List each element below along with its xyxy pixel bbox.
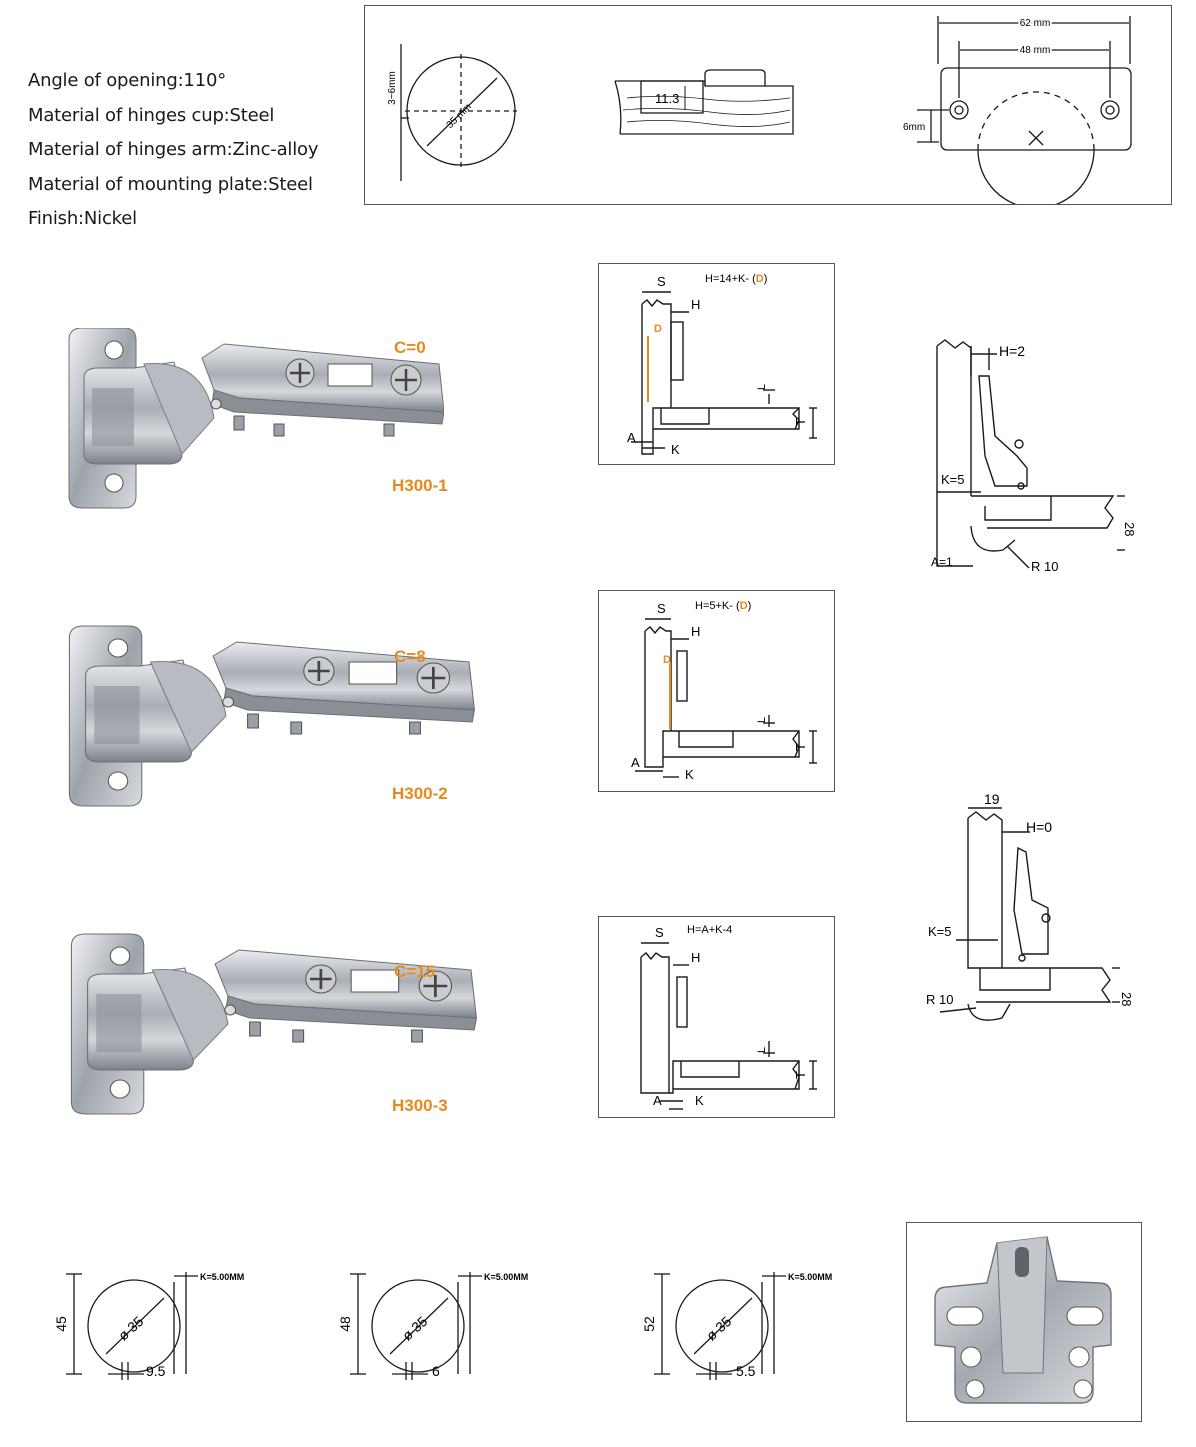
- diag1-s: S: [657, 274, 666, 289]
- hinge-2-model: H300-2: [392, 784, 448, 803]
- svg-text:H=14+K- (D): H=14+K- (D): [705, 273, 767, 285]
- spec-list: Angle of opening:110° Material of hinges…: [28, 64, 358, 237]
- side2-r: R 10: [926, 992, 953, 1007]
- overlay-diagram-2: S H D A K L T H=5+K- (D): [598, 590, 835, 792]
- diag2-d: D: [663, 654, 671, 666]
- side2-h: H=0: [1026, 819, 1052, 835]
- hinge-3-c-label: C=15: [394, 962, 436, 981]
- diag2-formula-d: D: [740, 600, 748, 612]
- drill1-offset: 9.5: [146, 1363, 166, 1379]
- diag2-formula: H=5+K- (: [695, 600, 740, 612]
- mounting-plate-photo: [906, 1222, 1142, 1422]
- side1-k: K=5: [941, 472, 965, 487]
- depth-label: 11.3: [655, 91, 679, 106]
- drilling-diagram-3: 52 ø 35 K=5.00MM 5.5: [641, 1272, 832, 1380]
- diag3-s: S: [655, 925, 664, 940]
- drill1-k: K=5.00MM: [200, 1272, 244, 1282]
- svg-text:H=5+K- (D): H=5+K- (D): [695, 600, 751, 612]
- overlay-diagram-3: S H A K L T H=A+K-4: [598, 916, 835, 1118]
- spec-cup-material: Material of hinges cup:Steel: [28, 104, 275, 126]
- diag3-formula: H=A+K-4: [687, 924, 732, 936]
- side-view-1: H=2 K=5 A=1 R 10 28: [931, 339, 1137, 574]
- spec-plate-material: Material of mounting plate:Steel: [28, 173, 313, 195]
- overlay-diagram-1: S H D A K L T H=14+K- (D): [598, 263, 835, 465]
- drill2-offset: 6: [432, 1363, 440, 1379]
- side1-r: R 10: [1031, 559, 1058, 574]
- drill1-diameter: ø 35: [115, 1313, 147, 1344]
- spec-arm-material: Material of hinges arm:Zinc-alloy: [28, 139, 319, 160]
- side-view-2: 19 H=0 K=5 R 10 28: [926, 791, 1134, 1021]
- drill3-diameter: ø 35: [703, 1313, 735, 1344]
- diag1-formula-end: ): [764, 273, 768, 285]
- diag2-a: A: [631, 755, 640, 770]
- diag1-formula: H=14+K- (: [705, 273, 756, 285]
- hinge-2-c-label: C=8: [394, 647, 426, 666]
- drill3-k: K=5.00MM: [788, 1272, 832, 1282]
- hinge-3-model: H300-3: [392, 1096, 448, 1115]
- plate-width-label: 62 mm: [1020, 18, 1051, 29]
- side1-a: A=1: [931, 555, 953, 569]
- hinge-h300-1-photo: [67, 328, 444, 510]
- diag3-h: H: [691, 950, 700, 965]
- diag3-k: K: [695, 1093, 704, 1108]
- diag2-l: L: [756, 717, 768, 723]
- side2-k: K=5: [928, 924, 952, 939]
- spec-angle: Angle of opening:110°: [28, 70, 226, 91]
- side2-thickness: 28: [1119, 992, 1134, 1006]
- drill3-height: 52: [641, 1316, 657, 1332]
- diag1-k: K: [671, 442, 680, 457]
- cup-gap-label: 3~6mm: [387, 71, 398, 105]
- cup-diameter-label: 35 mm: [445, 102, 474, 131]
- installation-drawing: 3~6mm 35 mm 11.3 62 mm 48 mm 6mm: [364, 5, 1172, 205]
- side1-h: H=2: [999, 343, 1025, 359]
- diag2-s: S: [657, 601, 666, 616]
- diag1-a: A: [627, 430, 636, 445]
- drill2-diameter: ø 35: [399, 1313, 431, 1344]
- spec-finish: Finish:Nickel: [28, 208, 137, 229]
- diag1-t: T: [793, 418, 808, 426]
- drill3-offset: 5.5: [736, 1363, 756, 1379]
- drill1-height: 45: [53, 1316, 69, 1332]
- side2-width: 19: [984, 791, 1000, 807]
- diag2-t: T: [793, 743, 808, 751]
- diag1-h: H: [691, 297, 700, 312]
- diag1-l: L: [756, 384, 768, 390]
- hinge-1-model: H300-1: [392, 476, 448, 495]
- drill2-k: K=5.00MM: [484, 1272, 528, 1282]
- diag3-t: T: [793, 1071, 808, 1079]
- hole-spacing-label: 48 mm: [1020, 45, 1051, 56]
- diag3-a: A: [653, 1093, 662, 1108]
- plate-offset-label: 6mm: [903, 122, 925, 133]
- diag1-d: D: [654, 323, 662, 335]
- drill2-height: 48: [337, 1316, 353, 1332]
- diag2-k: K: [685, 767, 694, 782]
- drilling-diagram-2: 48 ø 35 K=5.00MM 6: [337, 1272, 528, 1380]
- hinge-1-c-label: C=0: [394, 338, 426, 357]
- side1-thickness: 28: [1122, 522, 1137, 536]
- diag2-h: H: [691, 624, 700, 639]
- drilling-diagram-1: 45 ø 35 K=5.00MM 9.5: [53, 1272, 244, 1380]
- diag2-formula-end: ): [748, 600, 752, 612]
- diag3-l: L: [756, 1047, 768, 1053]
- diag1-formula-d: D: [756, 273, 764, 285]
